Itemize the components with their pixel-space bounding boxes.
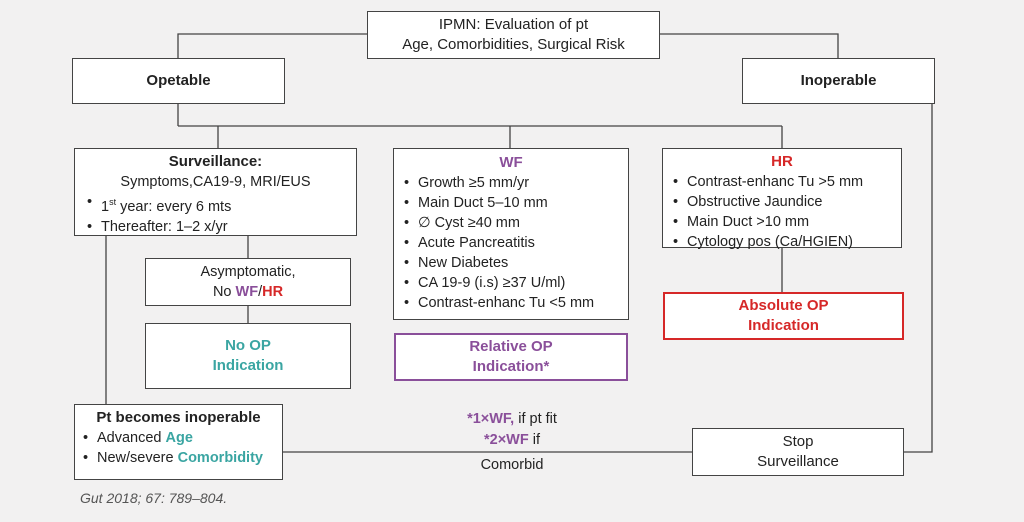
surveillance-item-thereafter: Thereafter: 1–2 x/yr xyxy=(83,217,348,237)
stop-surveillance-box: Stop Surveillance xyxy=(692,428,904,476)
no-op-line1: No OP xyxy=(225,337,271,354)
inoperable-label: Inoperable xyxy=(800,72,877,89)
absolute-op-line1: Absolute OP xyxy=(738,297,829,314)
wf-item: Main Duct 5–10 mm xyxy=(400,193,622,213)
absolute-op-indication-box: Absolute OP Indication xyxy=(663,292,904,340)
pt-becomes-inoperable-box: Pt becomes inoperable Advanced Age New/s… xyxy=(74,404,283,480)
wf-title: WF xyxy=(499,154,523,171)
asymptomatic-box: Asymptomatic, No WF/HR xyxy=(145,258,351,306)
no-op-line2: Indication xyxy=(212,357,284,374)
asymptomatic-line1: Asymptomatic, xyxy=(200,264,296,280)
surveillance-title: Surveillance: xyxy=(168,153,263,170)
footnote-line2: *2×WF if xyxy=(484,432,540,448)
ipmn-evaluation-line1: IPMN: Evaluation of pt xyxy=(438,16,589,33)
hr-item: Contrast-enhanc Tu >5 mm xyxy=(669,172,895,192)
inoperable-box: Inoperable xyxy=(742,58,935,104)
wf-box: WF Growth ≥5 mm/yr Main Duct 5–10 mm ∅ C… xyxy=(393,148,629,320)
no-op-indication-box: No OP Indication xyxy=(145,323,351,389)
absolute-op-line2: Indication xyxy=(748,317,819,334)
wf-item: New Diabetes xyxy=(400,253,622,273)
asymptomatic-line2: No WF/HR xyxy=(212,284,284,300)
surveillance-subtitle: Symptoms,CA19-9, MRI/EUS xyxy=(120,174,311,190)
stop-line2: Surveillance xyxy=(757,453,839,470)
ipmn-evaluation-box: IPMN: Evaluation of pt Age, Comorbiditie… xyxy=(367,11,660,59)
relative-op-line1: Relative OP xyxy=(469,338,553,355)
wf-item: ∅ Cyst ≥40 mm xyxy=(400,213,622,233)
footnote-line1: *1×WF, if pt fit xyxy=(467,411,557,427)
hr-box: HR Contrast-enhanc Tu >5 mm Obstructive … xyxy=(662,148,902,252)
relative-op-line2: Indication* xyxy=(472,358,550,375)
hr-item: Main Duct >10 mm xyxy=(669,212,895,232)
wf-item: Acute Pancreatitis xyxy=(400,233,622,253)
wf-item: CA 19-9 (i.s) ≥37 U/ml) xyxy=(400,273,622,293)
wf-item: Contrast-enhanc Tu <5 mm xyxy=(400,293,622,313)
surveillance-box: Surveillance: Symptoms,CA19-9, MRI/EUS 1… xyxy=(74,148,357,237)
stop-line1: Stop xyxy=(782,433,814,450)
hr-item: Cytology pos (Ca/HGIEN) xyxy=(669,232,895,252)
wf-footnote: *1×WF, if pt fit *2×WF if Comorbid xyxy=(412,409,612,476)
relative-op-indication-box: Relative OP Indication* xyxy=(394,333,628,381)
hr-item: Obstructive Jaundice xyxy=(669,192,895,212)
surveillance-item-first-year: 1st year: every 6 mts xyxy=(83,192,348,217)
hr-title: HR xyxy=(771,153,793,170)
citation: Gut 2018; 67: 789–804. xyxy=(80,490,228,506)
pt-inoperable-title: Pt becomes inoperable xyxy=(96,409,261,426)
pt-inoperable-item-age: Advanced Age xyxy=(79,428,278,448)
ipmn-evaluation-line2: Age, Comorbidities, Surgical Risk xyxy=(402,36,625,53)
operable-label: Opetable xyxy=(146,72,211,89)
operable-box: Opetable xyxy=(72,58,285,104)
footnote-line3: Comorbid xyxy=(480,457,544,473)
pt-inoperable-item-comorbidity: New/severe Comorbidity xyxy=(79,448,278,468)
wf-item: Growth ≥5 mm/yr xyxy=(400,173,622,193)
